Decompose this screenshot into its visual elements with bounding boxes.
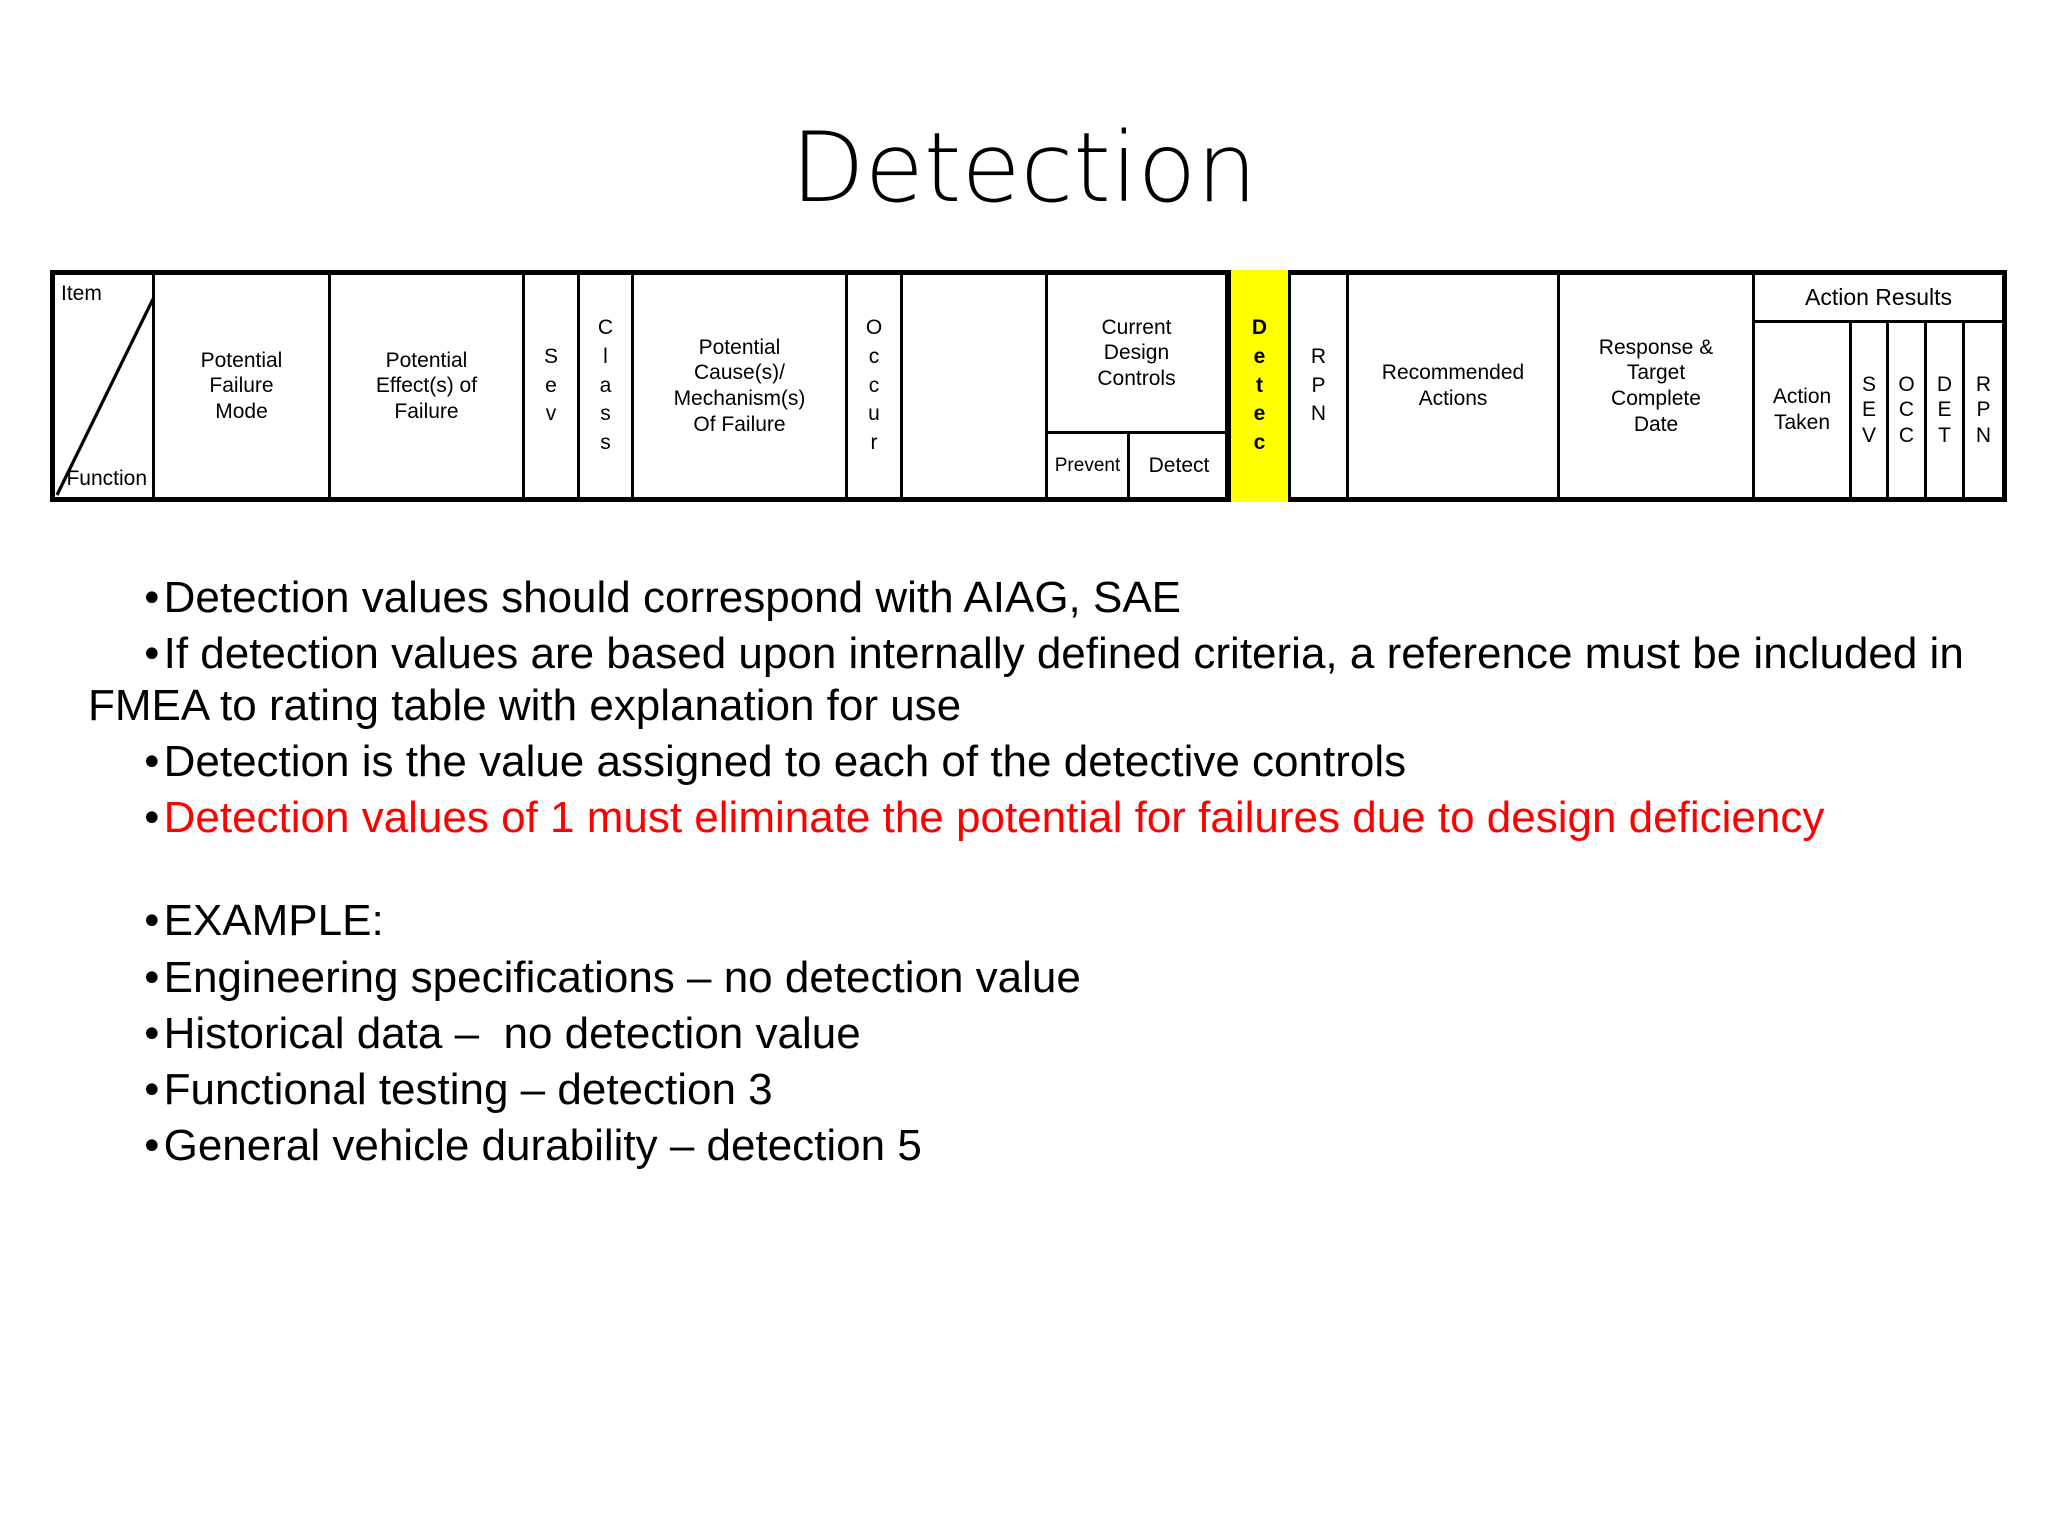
- table-header-rpn: R P N: [1291, 275, 1349, 497]
- table-header-potential-causes: Potential Cause(s)/ Mechanism(s) Of Fail…: [634, 275, 848, 497]
- table-header-ar-det: D E T: [1927, 323, 1965, 497]
- table-header-potential-effects-of-failure: Potential Effect(s) of Failure: [331, 275, 525, 497]
- table-header-ar-rpn: R P N: [1975, 372, 1992, 447]
- bullet-list: •Detection values should correspond with…: [88, 572, 1988, 1172]
- list-item-label: Historical data – no detection value: [163, 1008, 861, 1058]
- table-header-potential-failure-mode: Potential Failure Mode: [155, 275, 331, 497]
- bullet-icon: •: [140, 955, 164, 1002]
- bullet-icon: •: [140, 1124, 164, 1171]
- list-item-label: Detection values of 1 must eliminate the…: [163, 793, 1825, 842]
- page-title: Detection: [790, 112, 1258, 224]
- list-item-label: Engineering specifications – no detectio…: [163, 952, 1081, 1002]
- fmea-header-table: Item Function Potential Failure Mode Pot…: [50, 270, 2007, 502]
- list-item-label: EXAMPLE:: [163, 896, 384, 946]
- list-item: •Detection is the value assigned to each…: [88, 736, 1988, 787]
- bullet-icon: •: [140, 899, 164, 946]
- bullet-spacer: [88, 848, 1988, 890]
- list-item-label: Detection values should correspond with …: [163, 573, 1182, 622]
- table-header-ar-occ: O C C: [1889, 323, 1927, 497]
- table-header-detect: Detect: [1148, 453, 1210, 477]
- list-item: •Functional testing – detection 3: [88, 1064, 1988, 1115]
- list-item: •Detection values of 1 must eliminate th…: [88, 792, 1988, 843]
- table-header-ar-sev: S E V: [1852, 323, 1889, 497]
- table-header-response-target-date: Response & Target Complete Date: [1560, 275, 1755, 497]
- table-header-spacer-cell: [903, 275, 1048, 497]
- table-header-action-results: Action Results: [1755, 275, 2002, 323]
- list-item-label: General vehicle durability – detection 5: [163, 1121, 922, 1171]
- bullet-icon: •: [140, 576, 164, 622]
- table-header-item-function: Item Function: [55, 275, 155, 497]
- bullet-icon: •: [140, 796, 164, 842]
- table-header-function-label: Function: [66, 467, 147, 491]
- list-item: •Detection values should correspond with…: [88, 572, 1988, 623]
- table-header-sev: S e v: [525, 275, 580, 497]
- list-item: •Historical data – no detection value: [88, 1008, 1988, 1059]
- bullet-icon: •: [140, 1011, 164, 1058]
- table-header-item-label: Item: [61, 282, 102, 305]
- table-header-action-taken: Action Taken: [1755, 323, 1852, 497]
- list-item-label: Functional testing – detection 3: [163, 1065, 773, 1114]
- table-header-current-design-controls-group: Current Design Controls Prevent Detect: [1048, 275, 1228, 497]
- list-item: •General vehicle durability – detection …: [88, 1120, 1988, 1171]
- list-item-label: If detection values are based upon inter…: [88, 629, 1977, 730]
- diagonal-divider-icon: [55, 275, 155, 497]
- list-item-label: Detection is the value assigned to each …: [163, 736, 1407, 786]
- table-header-occur: O c c u r: [848, 275, 903, 497]
- table-header-recommended-actions: Recommended Actions: [1349, 275, 1560, 497]
- list-item: •Engineering specifications – no detecti…: [88, 952, 1988, 1003]
- bullet-icon: •: [140, 632, 164, 679]
- table-header-current-design-controls: Current Design Controls: [1048, 275, 1225, 434]
- list-item: •If detection values are based upon inte…: [88, 628, 1988, 731]
- bullet-icon: •: [140, 1068, 164, 1114]
- table-header-action-results-group: Action Results Action Taken S E V O C C …: [1755, 275, 2002, 497]
- bullet-icon: •: [140, 739, 164, 786]
- list-item: •EXAMPLE:: [88, 895, 1988, 946]
- table-header-detec-highlighted: D e t e c: [1228, 270, 1291, 502]
- table-header-prevent: Prevent: [1048, 434, 1130, 497]
- table-header-class: C l a s s: [580, 275, 634, 497]
